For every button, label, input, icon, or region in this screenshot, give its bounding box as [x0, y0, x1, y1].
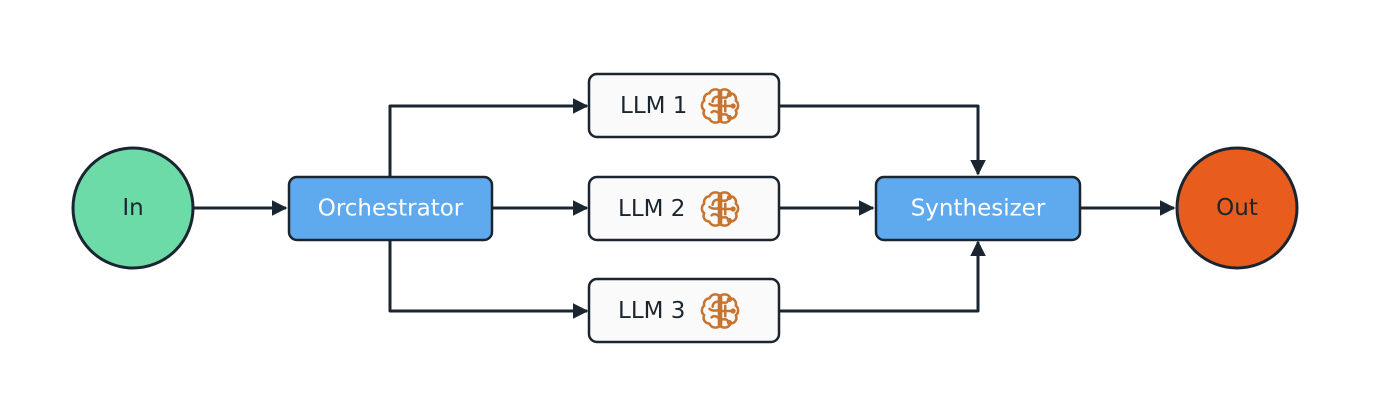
llm1-label: LLM 1 — [620, 93, 687, 119]
edge-llm3-to-synthesizer — [779, 240, 986, 313]
node-output: Out — [1175, 146, 1299, 270]
llm2-label: LLM 2 — [618, 196, 685, 222]
output-circle — [1175, 146, 1299, 270]
node-llm1: LLM 1 — [587, 72, 781, 139]
node-input: In — [71, 146, 195, 270]
edges — [194, 98, 1176, 319]
node-orchestrator: Orchestrator — [287, 175, 494, 242]
edge-llm1-to-synthesizer — [779, 104, 986, 176]
llm3-label: LLM 3 — [618, 298, 685, 324]
llm2-box — [587, 175, 781, 242]
llm3-box — [587, 277, 781, 344]
orchestrator-box — [287, 175, 494, 242]
synthesizer-label: Synthesizer — [911, 196, 1046, 222]
input-label: In — [122, 195, 143, 221]
node-synthesizer: Synthesizer — [874, 175, 1082, 242]
llm1-box — [587, 72, 781, 139]
node-llm3: LLM 3 — [587, 277, 781, 344]
edge-orchestrator-to-llm3 — [388, 240, 589, 319]
orchestrator-label: Orchestrator — [318, 196, 464, 222]
output-label: Out — [1216, 195, 1258, 221]
edge-orchestrator-to-llm1 — [388, 98, 589, 177]
input-circle — [71, 146, 195, 270]
node-llm2: LLM 2 — [587, 175, 781, 242]
synthesizer-box — [874, 175, 1082, 242]
